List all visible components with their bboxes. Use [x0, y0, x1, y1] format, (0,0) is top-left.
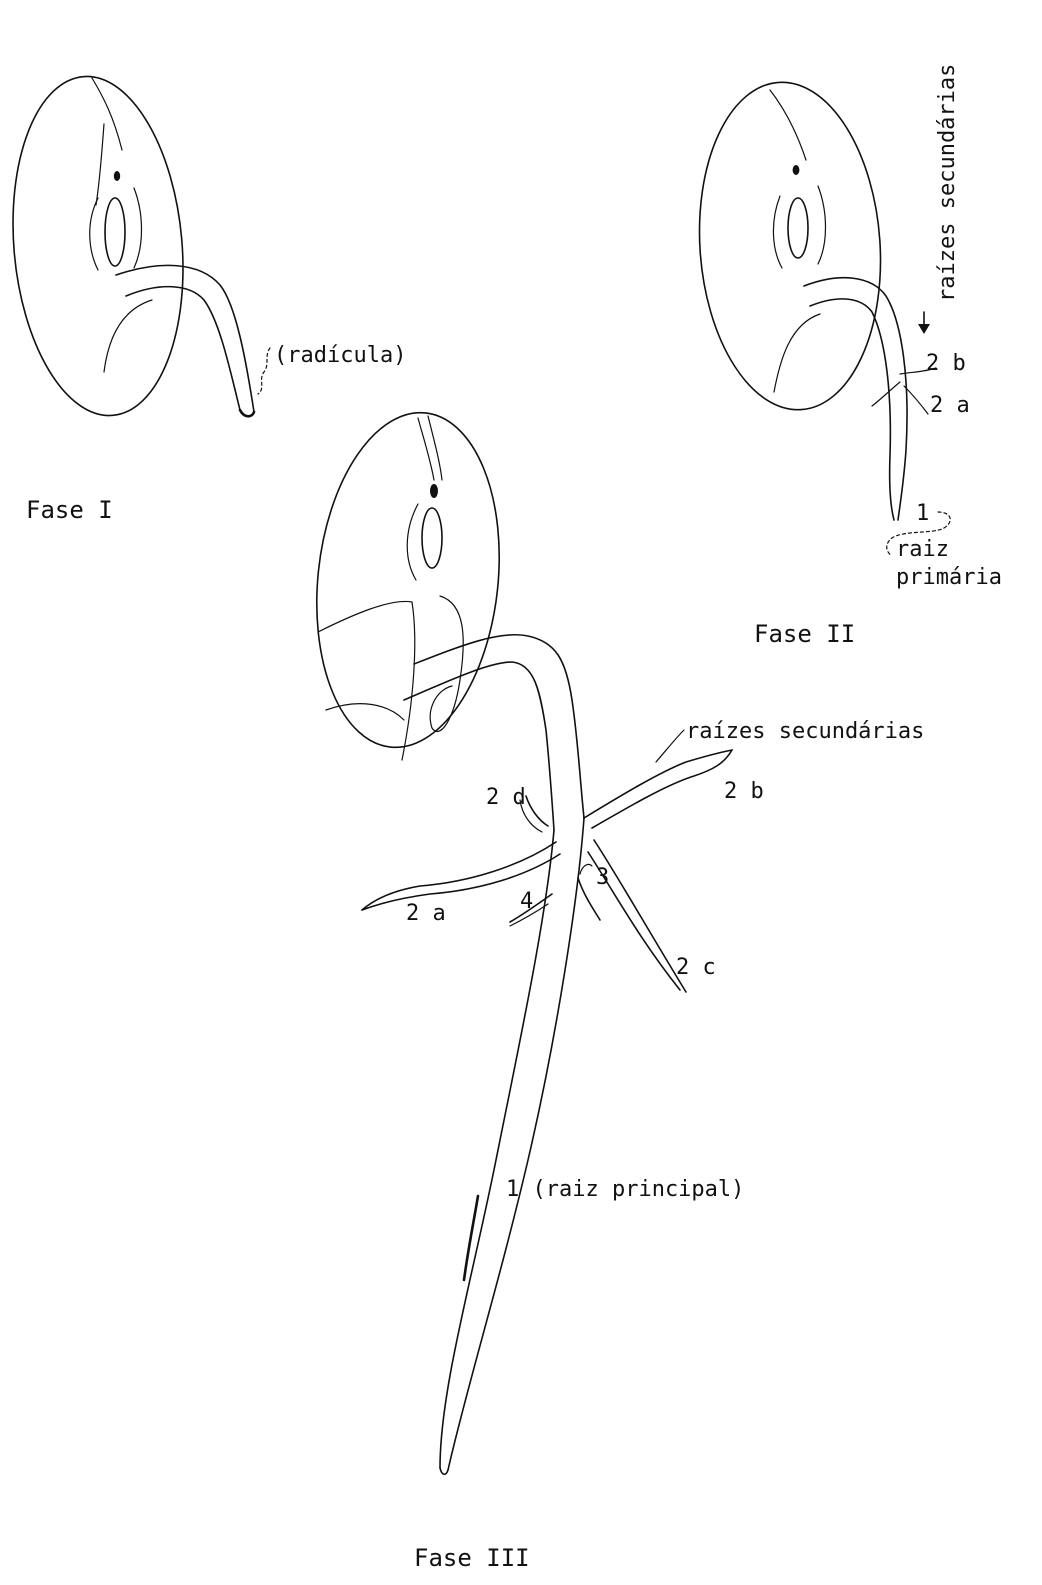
phase2-primary-root-label-line2: primária — [896, 565, 1002, 590]
phase3-secondary-root-2b-bottom — [592, 750, 732, 828]
phase1-seed — [0, 69, 254, 422]
phase3-hilum-arc — [407, 504, 418, 580]
phase3-raphe-line-1 — [418, 418, 434, 480]
phase2-seed — [689, 76, 936, 520]
phase2-secondary-roots-label: raízes secundárias — [935, 64, 960, 302]
phase2-hilum-arc-right — [818, 186, 826, 264]
phase3-cotyledon-right — [430, 596, 463, 731]
phase1-radicle-label: (radícula) — [274, 343, 406, 368]
phase2-caption: Fase II — [754, 620, 855, 648]
phase3-label-3: 3 — [596, 865, 609, 890]
phase1-raphe-line — [92, 78, 122, 150]
phase3-hypocotyl-bottom — [404, 662, 554, 830]
phase3-root-3-tip — [580, 864, 592, 874]
phase2-hilum — [788, 198, 808, 258]
phase3-secondary-roots-label: raízes secundárias — [686, 719, 924, 744]
phase3-label-2c: 2 c — [676, 955, 716, 980]
phase3-main-root-right — [448, 818, 584, 1470]
phase2-label-2b: 2 b — [926, 351, 966, 376]
phase3-hilum — [422, 508, 442, 568]
phase1-hilum — [105, 198, 125, 266]
phase3-label-2d: 2 d — [486, 785, 526, 810]
phase3-main-root-label: 1 (raiz principal) — [506, 1177, 744, 1202]
phase3-cotyledon-left — [318, 601, 415, 760]
phase2-hilum-arc-left — [773, 196, 782, 268]
phase1-radicle-top — [116, 265, 254, 412]
phase3-micropyle — [430, 484, 438, 498]
phase3-main-root-tip — [440, 1468, 448, 1474]
phase2-label-1: 1 — [916, 501, 929, 526]
phase2-label-2a: 2 a — [930, 393, 970, 418]
phase2-raphe-line — [770, 90, 806, 160]
phase3-label-2b: 2 b — [724, 779, 764, 804]
phase1-radicle-tip — [240, 410, 254, 416]
phase3-main-root-left — [440, 830, 554, 1468]
phase3-secondary-root-2c-right — [594, 840, 686, 992]
phase1-cotyledon-line — [104, 300, 152, 372]
phase2-micropyle — [793, 165, 800, 175]
phase1-radicle-bottom — [126, 287, 240, 410]
phase2-arrow-head — [918, 324, 930, 334]
phase3-cotyledon-lower — [326, 704, 404, 720]
phase1-raphe-inner — [96, 124, 104, 205]
phase1-caption: Fase I — [26, 496, 113, 524]
phase1-seed-coat — [0, 69, 196, 422]
phase3-seed-coat — [301, 404, 515, 757]
phase3-raphe-line-2 — [428, 416, 442, 480]
phase3-label-4: 4 — [520, 889, 533, 914]
phase1-micropyle — [114, 171, 120, 181]
phase1-hilum-arc-left — [90, 198, 98, 270]
phase2-secondary-root-2a-left — [872, 382, 900, 406]
phase3-caption: Fase III — [414, 1544, 530, 1572]
phase3-label-2a: 2 a — [406, 901, 446, 926]
phase2-root-left — [810, 299, 894, 520]
phase3-main-root-shade — [464, 1196, 478, 1280]
phase3-secondary-roots-leader — [656, 730, 684, 762]
phase1-hilum-arc-right — [134, 188, 142, 268]
phase3-seedling — [301, 404, 732, 1475]
phase2-primary-root-label-line1: raiz — [896, 537, 949, 562]
phase2-cotyledon-line — [774, 314, 820, 392]
phase1-radicle-leader — [258, 348, 270, 394]
